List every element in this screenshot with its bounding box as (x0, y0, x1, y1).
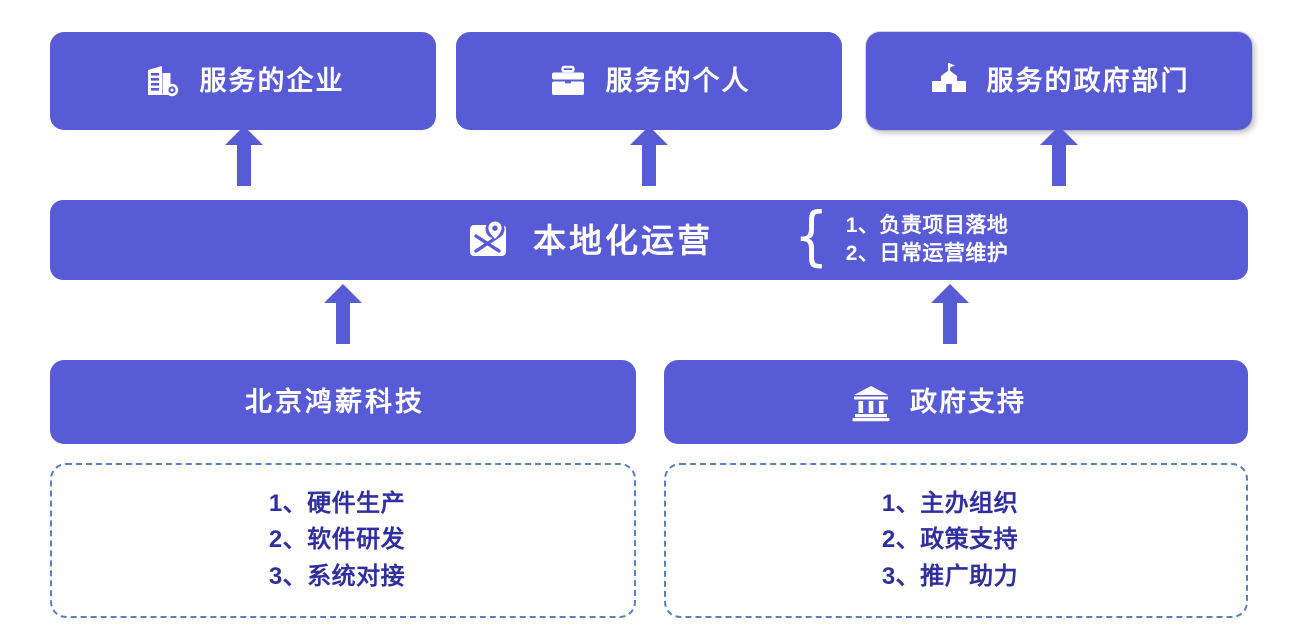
card-content: 政府支持 (850, 381, 1026, 423)
card-content: 服务的企业 (142, 61, 345, 101)
dashed-list-company: 1、硬件生产 2、软件研发 3、系统对接 (50, 463, 636, 618)
list-lines: 1、硬件生产 2、软件研发 3、系统对接 (269, 487, 405, 593)
bar-label: 本地化运营 (533, 221, 713, 259)
dashed-list-government: 1、主办组织 2、政策支持 3、推广助力 (664, 463, 1248, 618)
card-label: 服务的个人 (605, 65, 751, 96)
card-served-government[interactable]: 服务的政府部门 (866, 32, 1252, 130)
map-location-pin-icon (465, 217, 511, 263)
card-company[interactable]: 北京鸿薪科技 (50, 360, 636, 444)
duties-list: 1、负责项目落地 2、日常运营维护 (846, 214, 1009, 267)
list-item: 2、政策支持 (881, 526, 1019, 554)
arrow-to-enterprise-icon (225, 126, 263, 186)
arrow-company-to-localop-icon (324, 284, 362, 344)
list-item: 2、软件研发 (268, 526, 406, 554)
list-item: 1、主办组织 (881, 490, 1019, 518)
card-content: 北京鸿薪科技 (245, 388, 433, 416)
arrow-support-to-localop-icon (931, 284, 969, 344)
duty-item: 1、负责项目落地 (845, 213, 1009, 237)
government-building-icon (929, 61, 969, 101)
card-label: 北京鸿薪科技 (245, 386, 425, 417)
card-government-support[interactable]: 政府支持 (664, 360, 1248, 444)
card-served-individual[interactable]: 服务的个人 (456, 32, 842, 130)
curly-brace-icon: { (794, 200, 829, 275)
office-building-icon (142, 61, 182, 101)
card-label: 服务的政府部门 (986, 65, 1190, 96)
list-item: 3、推广助力 (881, 562, 1019, 590)
bar-main-content: 本地化运营 { 1、负责项目落地 2、日常运营维护 (465, 200, 1009, 275)
bank-columns-icon (850, 381, 892, 423)
card-label: 政府支持 (910, 386, 1026, 417)
arrow-to-individual-icon (630, 126, 668, 186)
duties-group: { 1、负责项目落地 2、日常运营维护 (791, 200, 1009, 275)
list-item: 1、硬件生产 (268, 490, 406, 518)
card-label: 服务的企业 (199, 65, 345, 96)
list-item: 3、系统对接 (268, 562, 406, 590)
card-served-enterprise[interactable]: 服务的企业 (50, 32, 436, 130)
briefcase-icon (548, 61, 588, 101)
card-content: 服务的政府部门 (929, 61, 1190, 101)
list-lines: 1、主办组织 2、政策支持 3、推广助力 (882, 487, 1018, 593)
arrow-to-government-icon (1040, 126, 1078, 186)
duty-item: 2、日常运营维护 (845, 241, 1009, 265)
card-content: 服务的个人 (548, 61, 751, 101)
bar-localized-operation[interactable]: 本地化运营 { 1、负责项目落地 2、日常运营维护 (50, 200, 1248, 280)
